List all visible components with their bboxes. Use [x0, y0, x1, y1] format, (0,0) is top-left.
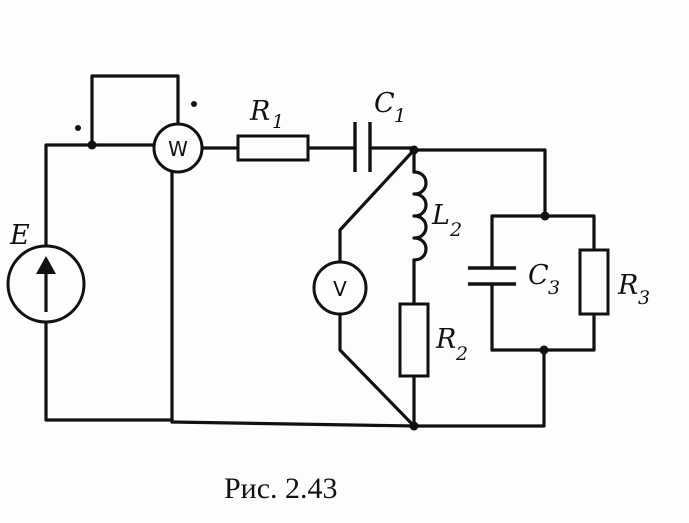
resistor-r1: R 1: [236, 96, 310, 162]
r3-letter: R: [617, 270, 638, 301]
inductor-l2: L 2: [412, 170, 462, 262]
wattmeter-symbol: W: [168, 137, 188, 161]
c1-index: 1: [394, 105, 406, 127]
wire-source-top: [44, 143, 160, 286]
c3-letter: C: [528, 260, 549, 291]
r1-letter: R: [249, 96, 270, 127]
source-arrowhead-icon: [36, 256, 56, 274]
junction-dots: [75, 101, 550, 431]
wattmeter-circle: [152, 122, 204, 174]
voltmeter: V: [312, 260, 368, 316]
wire-voltmeter-bottom: [338, 312, 416, 428]
wire-parallel-bottom: [490, 312, 596, 352]
resistor-r2: R 2: [398, 302, 468, 378]
r1-index: 1: [272, 111, 284, 133]
junction-dot: [540, 211, 550, 221]
c3-index: 3: [548, 277, 560, 299]
source-label: E: [9, 220, 30, 251]
wattmeter: W: [152, 122, 204, 174]
l2-letter: L: [431, 200, 450, 231]
junction-dot: [409, 145, 419, 155]
junction-dot: [87, 140, 97, 150]
figure-caption: Рис. 2.43: [224, 472, 338, 505]
resistor-r3: R 3: [578, 248, 650, 316]
voltmeter-circle: [312, 260, 368, 316]
capacitor-c1: C 1: [353, 88, 406, 172]
wire-parallel-top: [490, 214, 596, 252]
wire-voltmeter-top: [338, 148, 416, 264]
inductor-l2-coil: [412, 170, 428, 262]
junction-dot: [539, 345, 549, 355]
junction-dot: [409, 421, 419, 431]
wire-source-bottom: [44, 282, 174, 422]
r3-index: 3: [638, 287, 650, 309]
r2-index: 2: [455, 343, 468, 365]
polarity-mark: [191, 101, 197, 107]
capacitor-c3: C 3: [468, 260, 560, 299]
wire-wattmeter-jumper: [90, 74, 180, 147]
wire-bottom: [170, 348, 546, 428]
resistor-r3-body: [578, 248, 610, 316]
wire-top-right: [412, 148, 547, 218]
r2-letter: R: [435, 324, 456, 355]
l2-index: 2: [449, 219, 462, 241]
wires: [44, 74, 596, 428]
resistor-r2-body: [398, 302, 430, 378]
voltage-source: E: [6, 220, 86, 324]
resistor-r1-body: [236, 134, 310, 162]
voltmeter-symbol: V: [333, 277, 347, 301]
c1-letter: C: [374, 88, 395, 119]
polarity-mark: [75, 125, 81, 131]
